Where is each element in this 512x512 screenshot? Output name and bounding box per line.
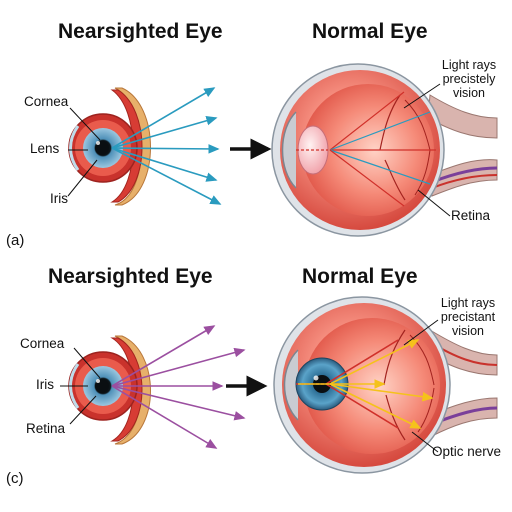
panel-c-iris-label: Iris [36,377,54,392]
light-rays-line-1: Light rays [440,296,496,310]
ray [111,147,222,205]
panel-c-leader-lines [60,319,439,453]
ray [111,325,216,387]
light-rays-line-3: vision [453,86,485,100]
panel-a-large-eye [271,63,498,237]
panel-a-retina-label: Retina [451,208,491,223]
panel-c-diverging-rays [111,325,246,449]
ray [111,385,218,449]
ray [111,144,220,154]
ray [111,347,246,387]
ray [111,87,216,149]
panel-c-cornea-label: Cornea [20,336,65,351]
panel-a-diverging-rays [111,87,222,205]
light-rays-line-1: Light rays [441,58,497,72]
panel-c-right-title: Normal Eye [302,265,418,288]
panel-c-large-eye [273,296,498,474]
panel-a-iris-label: Iris [50,191,68,206]
ray [111,116,218,149]
ray [111,147,218,182]
light-rays-line-2: precistely [442,72,496,86]
panel-a-left-title: Nearsighted Eye [58,20,223,43]
panel-a-cornea-label: Cornea [24,94,69,109]
light-rays-line-2: precistant [440,310,496,324]
panel-a-small-eye [68,87,151,206]
panel-c-label: (c) [6,470,24,487]
panel-c-retina-label: Retina [26,421,66,436]
ray [111,385,246,421]
panel-a-leader-lines [67,83,451,217]
panel-a-label: (a) [6,232,25,249]
panel-a-lens-label: Lens [30,141,60,156]
panel-c-left-title: Nearsighted Eye [48,265,213,288]
panel-a-right-title: Normal Eye [312,20,428,43]
panel-a-light-rays-label: Light rays precistely vision [432,58,506,100]
panel-c-optic-nerve-label: Optic nerve [432,444,502,459]
panel-c-light-rays-label: Light rays precistant vision [430,296,506,338]
panel-c-small-eye [68,335,151,445]
light-rays-line-3: vision [452,324,484,338]
